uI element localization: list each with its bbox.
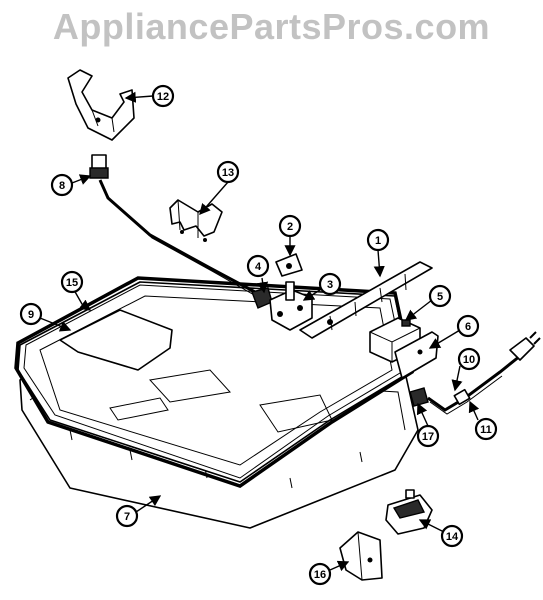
callout-10: 10 xyxy=(457,347,481,371)
callout-1: 1 xyxy=(366,228,390,252)
svg-text:16: 16 xyxy=(314,569,326,581)
svg-text:17: 17 xyxy=(422,431,434,443)
callout-5: 5 xyxy=(428,284,452,308)
svg-text:14: 14 xyxy=(446,531,459,543)
callout-2: 2 xyxy=(278,214,302,238)
clip-part-2 xyxy=(275,253,303,277)
svg-text:10: 10 xyxy=(463,354,475,366)
callout-15: 15 xyxy=(60,270,84,294)
bracket-part-16 xyxy=(339,531,383,581)
leader-lines xyxy=(39,91,480,572)
site-watermark: AppliancePartsPros.com xyxy=(52,6,491,47)
callout-13: 13 xyxy=(216,160,240,184)
callout-7: 7 xyxy=(115,504,139,528)
svg-text:1: 1 xyxy=(375,235,381,247)
callout-11: 11 xyxy=(474,417,498,441)
svg-text:8: 8 xyxy=(59,180,65,192)
manifold-part-1 xyxy=(299,261,433,339)
callout-16: 16 xyxy=(308,562,332,586)
svg-text:12: 12 xyxy=(157,91,169,103)
svg-text:2: 2 xyxy=(287,221,293,233)
svg-text:7: 7 xyxy=(124,511,130,523)
callout-8: 8 xyxy=(50,173,74,197)
callout-4: 4 xyxy=(246,254,270,278)
igniter-part-14 xyxy=(385,489,433,535)
regulator-part-3 xyxy=(269,281,313,331)
svg-text:15: 15 xyxy=(66,277,78,289)
svg-text:13: 13 xyxy=(222,167,234,179)
gasket-part-15 xyxy=(14,276,414,488)
svg-text:4: 4 xyxy=(255,261,262,273)
callout-12: 12 xyxy=(151,84,175,108)
callout-14: 14 xyxy=(440,524,464,548)
bracket-part-12 xyxy=(67,69,135,141)
svg-text:11: 11 xyxy=(480,424,492,436)
callout-3: 3 xyxy=(318,272,342,296)
svg-text:6: 6 xyxy=(465,321,471,333)
callout-17: 17 xyxy=(416,424,440,448)
plate-part-9 xyxy=(59,309,173,371)
bracket-part-13 xyxy=(169,199,223,242)
svg-text:9: 9 xyxy=(28,309,34,321)
callout-6: 6 xyxy=(456,314,480,338)
callout-9: 9 xyxy=(19,302,43,326)
svg-text:5: 5 xyxy=(437,291,443,303)
power-cord-part-11 xyxy=(409,331,541,415)
fitting-part-8 xyxy=(89,154,257,297)
svg-text:3: 3 xyxy=(327,279,333,291)
